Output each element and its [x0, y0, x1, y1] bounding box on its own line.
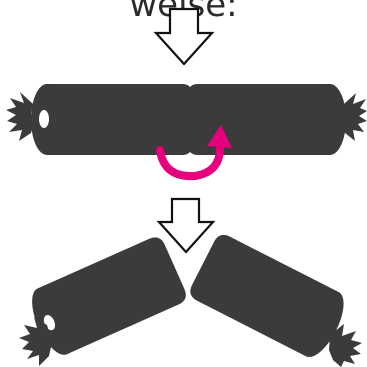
- twist-arrow-icon: [156, 125, 232, 181]
- roll-right-twisted-end: [343, 93, 367, 141]
- roll-left-half: [31, 84, 192, 155]
- broken-piece-left: [32, 237, 186, 355]
- broken-left-twisted-end: [19, 317, 51, 366]
- down-arrow-icon: [153, 7, 215, 66]
- roll-left-twisted-end: [6, 92, 33, 141]
- broken-piece-right: [190, 234, 344, 358]
- down-arrow-icon: [156, 197, 216, 254]
- broken-right-twisted-end: [329, 324, 362, 367]
